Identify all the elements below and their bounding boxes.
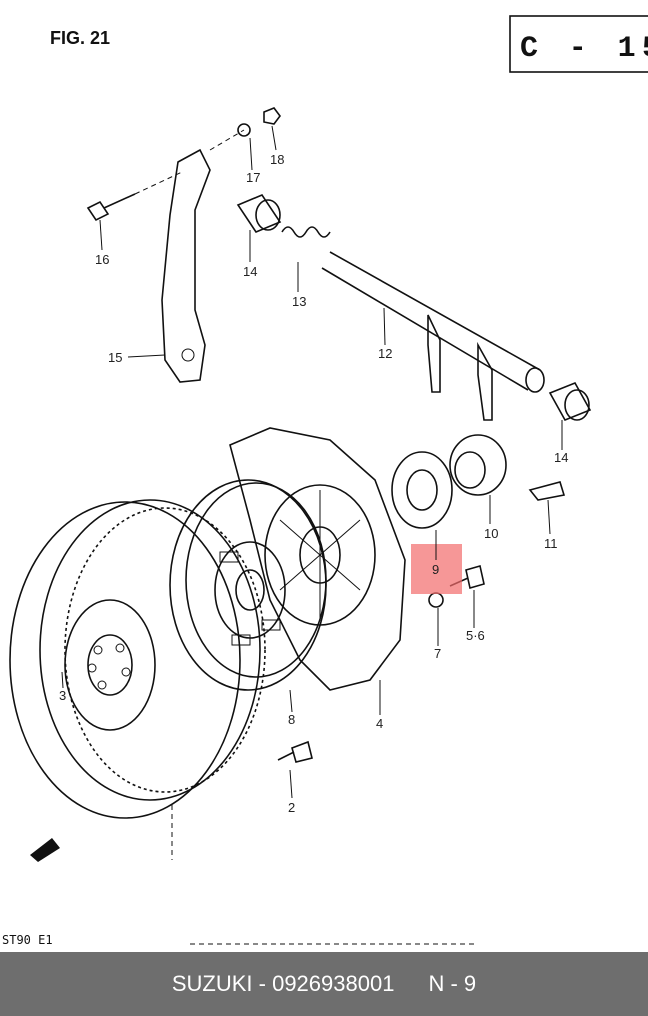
nut [263,107,281,125]
spring [281,226,331,238]
callout-10: 10 [484,526,498,541]
parts-diagram: FIG. 21 C - 15 [2,15,648,947]
clip [528,481,566,501]
caption-part: SUZUKI - 0926938001 [171,971,395,996]
release-shaft [321,251,545,421]
release-lever [161,148,211,383]
callout-14-lower: 14 [554,450,568,465]
clutch-disc [169,479,327,691]
caption-position: N - 9 [428,971,477,996]
callout-3: 3 [59,688,66,703]
clutch-cover [229,427,406,691]
callout-13: 13 [292,294,306,309]
flywheel [9,499,266,860]
forward-arrow-icon [30,838,60,862]
page-code: C - 15 [520,32,648,66]
callout-12: 12 [378,346,392,361]
callout-14-upper: 14 [243,264,257,279]
bushing [548,381,592,422]
callout-16: 16 [95,252,109,267]
release-bearing [391,451,453,529]
callout-8: 8 [288,712,295,727]
washer [237,123,251,137]
callout-15: 15 [108,350,122,365]
callout-9: 9 [432,562,439,577]
callout-7: 7 [434,646,441,661]
callout-5-6: 5·6 [466,628,485,643]
callout-11: 11 [544,536,558,551]
caption-bar: SUZUKI - 0926938001 N - 9 [0,952,648,1016]
callout-2: 2 [288,800,295,815]
callout-17: 17 [246,170,260,185]
footer-code: ST90 E1 [2,933,53,947]
bolt [86,171,183,222]
figure-label: FIG. 21 [50,28,110,48]
callout-4: 4 [376,716,383,731]
bearing-hub [449,434,507,496]
page-code-box [509,15,648,73]
flywheel-bolt [277,740,313,763]
bushing-upper [236,194,282,233]
callout-18: 18 [270,152,284,167]
